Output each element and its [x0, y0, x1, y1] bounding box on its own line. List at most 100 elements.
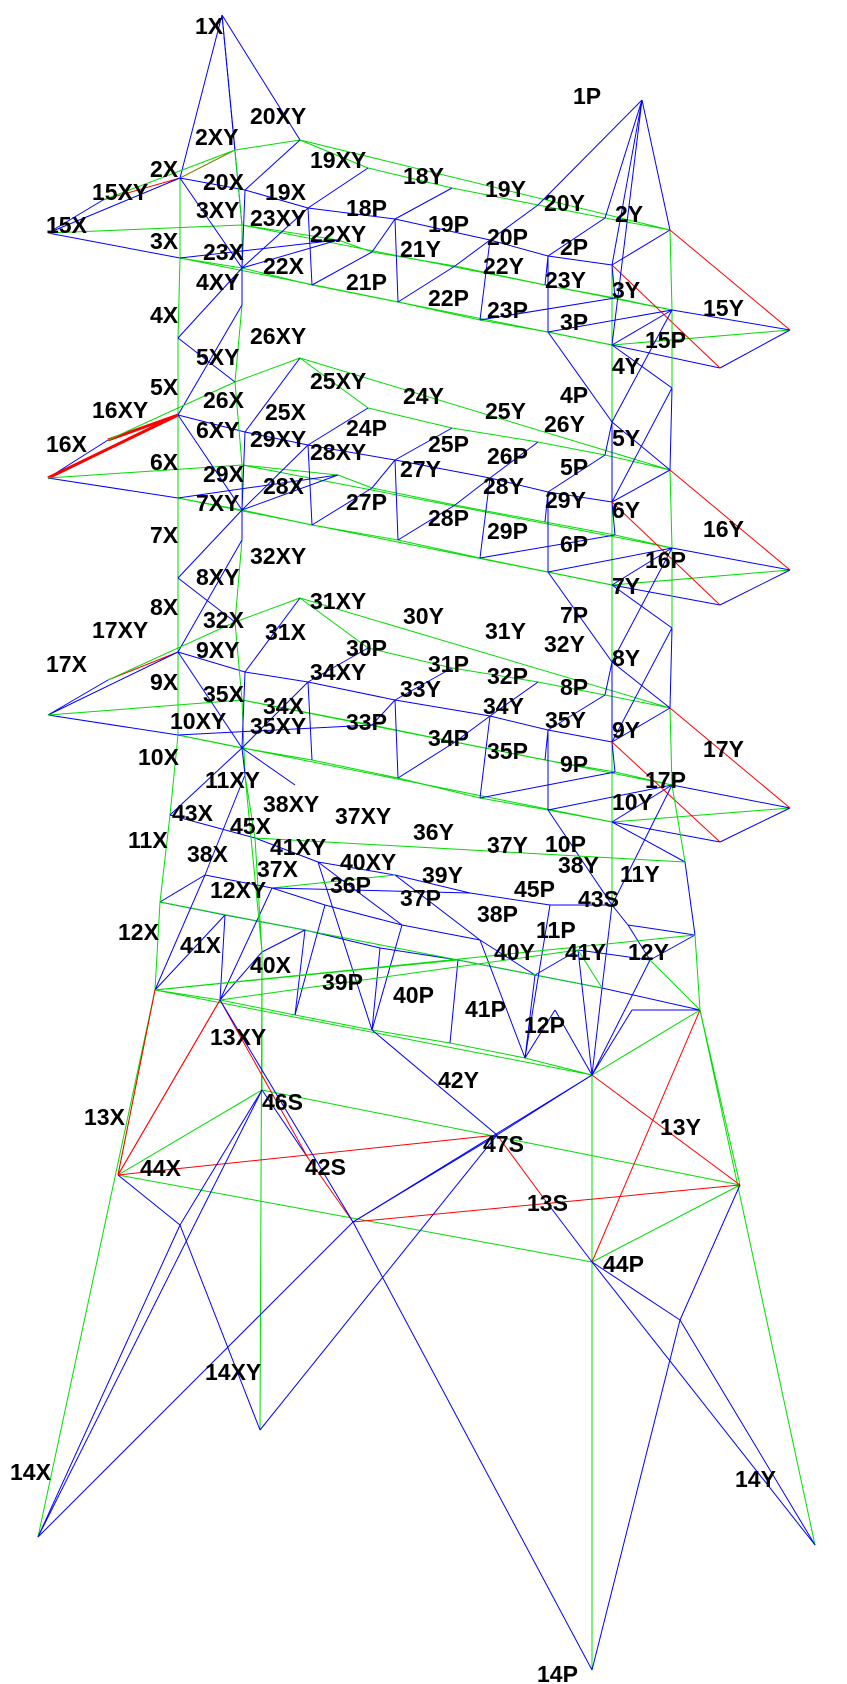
member-20Y-2Y: [604, 217, 671, 231]
node-label-13x: 13X: [84, 1104, 126, 1130]
member-12X-11Y: [154, 934, 696, 991]
member-31P-34P: [479, 715, 491, 799]
member-39P-42Y: [371, 1029, 498, 1136]
member-17XY-17X: [47, 679, 109, 716]
node-label-19p: 19P: [428, 211, 469, 237]
member-17XY-8XY: [107, 621, 236, 681]
member-38Y-43S: [627, 924, 651, 961]
member-16Y-16P: [719, 569, 791, 606]
member-34P-35Y: [479, 771, 616, 799]
node-label-22xy: 22XY: [310, 221, 366, 247]
node-label-28p: 28P: [428, 505, 469, 531]
member-18P-22XY: [371, 218, 396, 253]
node-label-32y: 32Y: [544, 631, 585, 657]
node-label-8xy: 8XY: [196, 564, 239, 590]
member-40P-37P: [449, 959, 459, 1044]
node-label-20xy: 20XY: [250, 103, 306, 129]
member-7P-8Y: [611, 661, 671, 709]
member-20XY-20X: [244, 139, 301, 191]
member-11Y-12Y: [694, 934, 701, 1011]
member-41X-40X: [219, 999, 296, 1016]
node-label-23y: 23Y: [545, 267, 586, 293]
node-label-10x: 10X: [138, 744, 180, 770]
member-26X-29X: [241, 431, 246, 511]
member-11X-11P: [159, 901, 603, 989]
node-label-14x: 14X: [10, 1459, 52, 1485]
member-11P-12Y: [601, 987, 701, 1011]
member-15Y-15P: [719, 329, 791, 369]
node-label-3y: 3Y: [612, 277, 640, 303]
member-44X-14XY: [179, 1224, 261, 1431]
node-label-31p: 31P: [428, 651, 469, 677]
node-label-1x: 1X: [195, 13, 224, 39]
member-39Y-38P: [479, 939, 536, 976]
member-10XY-12XY: [244, 774, 263, 953]
node-label-19y: 19Y: [485, 176, 526, 202]
node-label-10xy: 10XY: [170, 708, 226, 734]
node-label-31xy: 31XY: [310, 588, 366, 614]
node-label-31x: 31X: [265, 619, 307, 645]
node-label-14y: 14Y: [735, 1466, 776, 1492]
member-24Y-24P: [394, 427, 453, 461]
member-10X-11XY: [169, 814, 256, 839]
node-label-40xy: 40XY: [340, 849, 396, 875]
node-label-7y: 7Y: [612, 573, 640, 599]
member-2XY-3XY: [234, 149, 243, 226]
member-28P-29Y: [479, 534, 616, 559]
node-label-6xy: 6XY: [196, 417, 239, 443]
member-4XY-5X: [177, 304, 243, 416]
member-6XY-29XY: [241, 464, 339, 476]
member-41P-12P: [524, 1057, 593, 1076]
node-label-38xy: 38XY: [263, 791, 319, 817]
member-12P-45P: [577, 949, 593, 1076]
member-26X-25X: [244, 431, 309, 446]
member-29XY-29X: [241, 474, 339, 511]
member-41X-45P: [219, 949, 579, 1001]
member-13XY-44X: [179, 1089, 263, 1226]
node-label-20p: 20P: [487, 224, 528, 250]
member-1P-2Y: [641, 99, 671, 231]
member-45X-37XY: [271, 874, 396, 889]
member-12Y-43S: [649, 959, 701, 1011]
member-41P-38P: [524, 974, 536, 1059]
member-26P-5P: [547, 491, 613, 503]
node-label-37y: 37Y: [487, 832, 528, 858]
node-label-17p: 17P: [645, 767, 686, 793]
node-label-21y: 21Y: [400, 236, 441, 262]
node-label-38y: 38Y: [558, 852, 599, 878]
node-label-17xy: 17XY: [92, 617, 148, 643]
member-12P-12Y: [591, 1009, 701, 1076]
node-label-26x: 26X: [203, 387, 245, 413]
member-26XY-5Y: [299, 357, 671, 471]
member-2X-20X: [179, 177, 246, 191]
member-12XY-14XY: [259, 951, 263, 1431]
member-15X-3XY: [47, 224, 243, 234]
member-16XY-5XY: [107, 381, 236, 441]
member-31P-33Y: [454, 715, 491, 743]
member-3X-3P: [179, 257, 613, 346]
node-label-39y: 39Y: [422, 862, 463, 888]
member-15X-3X: [47, 232, 181, 259]
member-30P-33P: [394, 699, 399, 779]
member-3Y-4P: [611, 309, 673, 423]
member-15XY-2XY: [102, 149, 236, 201]
member-23P-4P: [547, 331, 613, 423]
member-19P-21Y: [454, 239, 491, 267]
node-label-43s: 43S: [578, 886, 619, 912]
member-5X-29X: [177, 414, 243, 511]
member-9Y-17Y: [671, 784, 791, 809]
member-32X-31X: [244, 671, 309, 683]
member-41X-42S: [219, 999, 354, 1223]
member-8P-35Y: [611, 741, 616, 773]
member-19X-18P: [307, 207, 396, 220]
member-43S-11Y: [649, 934, 696, 961]
member-40XY-39Y: [401, 924, 481, 941]
member-2P-15P: [611, 264, 721, 369]
member-31XY-30Y: [367, 647, 453, 669]
member-25XY-25X: [307, 407, 369, 446]
node-label-32p: 32P: [487, 663, 528, 689]
member-40X-39P: [294, 1014, 373, 1031]
node-label-9x: 9X: [150, 669, 179, 695]
node-label-8x: 8X: [150, 594, 179, 620]
